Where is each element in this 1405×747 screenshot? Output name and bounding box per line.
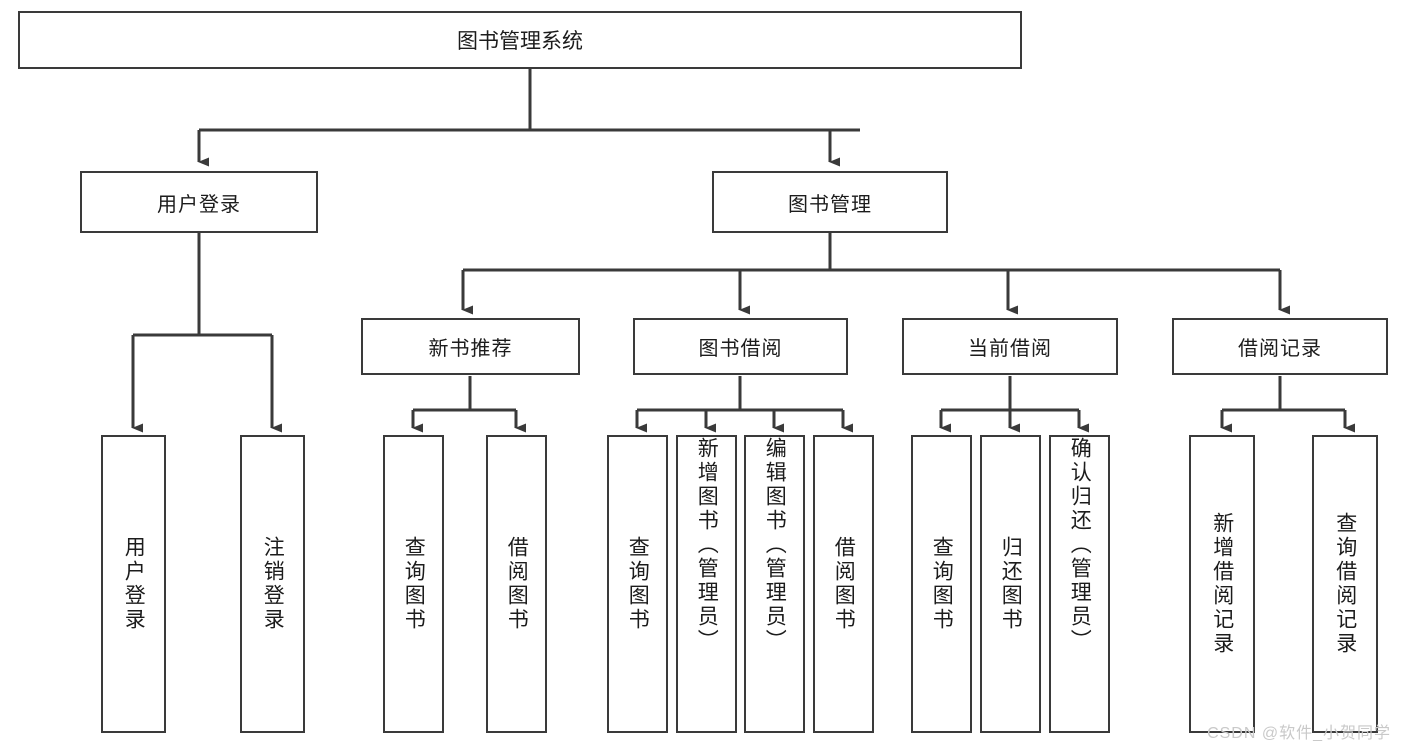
leaf-book-borrow-query[interactable]: 查询图书 xyxy=(607,435,668,733)
leaf-label: 用户登录 xyxy=(122,536,146,632)
leaf-book-borrow-add[interactable]: 新增图书（管理员） xyxy=(676,435,737,733)
leaf-book-borrow-edit[interactable]: 编辑图书（管理员） xyxy=(744,435,805,733)
node-borrow-record-label: 借阅记录 xyxy=(1238,338,1322,360)
leaf-label: 新增图书（管理员） xyxy=(695,437,719,653)
node-book-borrow[interactable]: 图书借阅 xyxy=(633,318,848,375)
leaf-label: 借阅图书 xyxy=(505,536,529,632)
leaf-new-book-query[interactable]: 查询图书 xyxy=(383,435,444,733)
leaf-current-borrow-return[interactable]: 归还图书 xyxy=(980,435,1041,733)
node-user-login-label: 用户登录 xyxy=(157,193,241,216)
leaf-label: 归还图书 xyxy=(999,536,1023,632)
node-current-borrow-label: 当前借阅 xyxy=(968,338,1052,360)
leaf-user-login-logout[interactable]: 注销登录 xyxy=(240,435,305,733)
leaf-current-borrow-confirm-return[interactable]: 确认归还（管理员） xyxy=(1049,435,1110,733)
node-current-borrow[interactable]: 当前借阅 xyxy=(902,318,1118,375)
leaf-borrow-record-add[interactable]: 新增借阅记录 xyxy=(1189,435,1255,733)
leaf-label: 查询图书 xyxy=(626,536,650,632)
leaf-label: 查询图书 xyxy=(402,536,426,632)
leaf-label: 查询图书 xyxy=(930,536,954,632)
leaf-label: 编辑图书（管理员） xyxy=(763,437,787,653)
watermark: CSDN @软件_小贺同学 xyxy=(1207,725,1391,742)
node-book-management-label: 图书管理 xyxy=(788,193,872,216)
node-book-management[interactable]: 图书管理 xyxy=(712,171,948,233)
leaf-label: 查询借阅记录 xyxy=(1333,512,1357,656)
node-root-label: 图书管理系统 xyxy=(457,30,583,53)
node-book-borrow-label: 图书借阅 xyxy=(698,338,783,360)
node-new-book-recommend-label: 新书推荐 xyxy=(428,338,513,360)
leaf-label: 新增借阅记录 xyxy=(1210,512,1234,656)
leaf-new-book-borrow[interactable]: 借阅图书 xyxy=(486,435,547,733)
leaf-borrow-record-query[interactable]: 查询借阅记录 xyxy=(1312,435,1378,733)
leaf-book-borrow-borrow[interactable]: 借阅图书 xyxy=(813,435,874,733)
node-new-book-recommend[interactable]: 新书推荐 xyxy=(361,318,580,375)
node-borrow-record[interactable]: 借阅记录 xyxy=(1172,318,1388,375)
node-root[interactable]: 图书管理系统 xyxy=(18,11,1022,69)
leaf-user-login-login[interactable]: 用户登录 xyxy=(101,435,166,733)
node-user-login[interactable]: 用户登录 xyxy=(80,171,318,233)
leaf-label: 确认归还（管理员） xyxy=(1068,437,1092,653)
leaf-label: 注销登录 xyxy=(261,536,285,632)
leaf-label: 借阅图书 xyxy=(832,536,856,632)
leaf-current-borrow-query[interactable]: 查询图书 xyxy=(911,435,972,733)
